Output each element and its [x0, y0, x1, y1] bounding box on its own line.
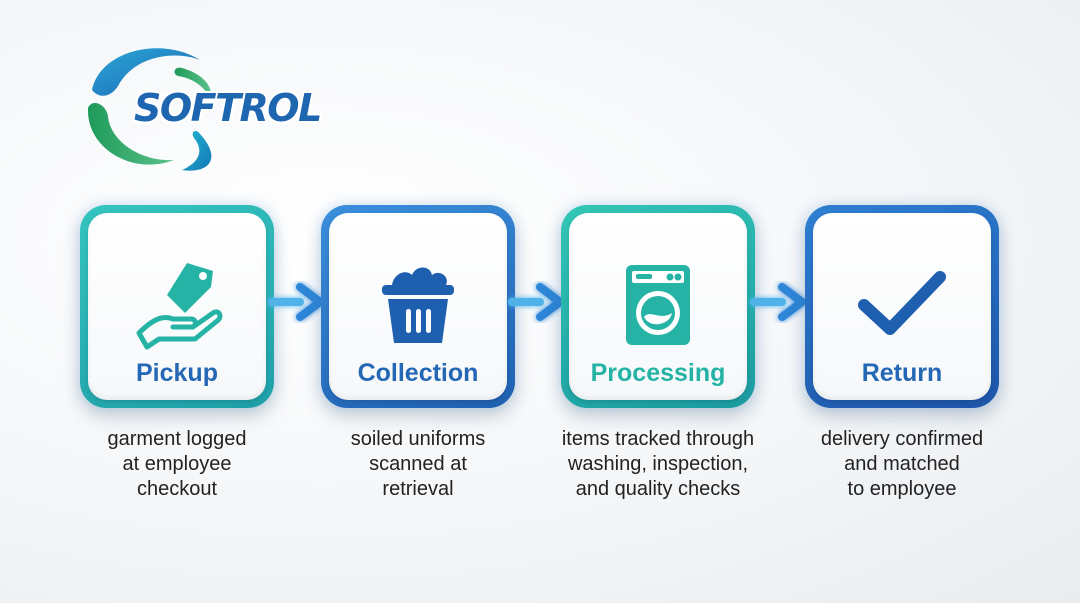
arrow-right-icon — [268, 283, 324, 321]
step-label: Processing — [590, 359, 726, 387]
step-label: Pickup — [136, 359, 218, 387]
step-card-return: Return — [805, 205, 999, 408]
step-description-pickup: garment logged at employee checkout — [107, 428, 247, 500]
arrow-right-icon — [750, 283, 806, 321]
washing-machine-icon — [626, 265, 690, 345]
softrol-logo: SOFTROL — [82, 38, 332, 178]
step-description-collection: soiled uniforms scanned at retrieval — [350, 428, 486, 500]
checkmark-icon — [858, 271, 946, 335]
step-description-processing: items tracked through washing, inspectio… — [561, 428, 755, 500]
logo-swirl-icon — [87, 48, 212, 171]
step-description-return: delivery confirmed and matched to employ… — [820, 428, 984, 500]
step-card-pickup: Pickup — [80, 205, 274, 408]
step-card-processing: Processing — [561, 205, 755, 408]
arrow-right-icon — [508, 283, 564, 321]
step-label: Return — [861, 359, 943, 387]
laundry-basket-icon — [382, 267, 454, 343]
hand-tag-icon — [136, 263, 223, 350]
step-label: Collection — [357, 359, 479, 387]
logo-wordmark: SOFTROL — [134, 86, 322, 130]
step-card-collection: Collection — [321, 205, 515, 408]
